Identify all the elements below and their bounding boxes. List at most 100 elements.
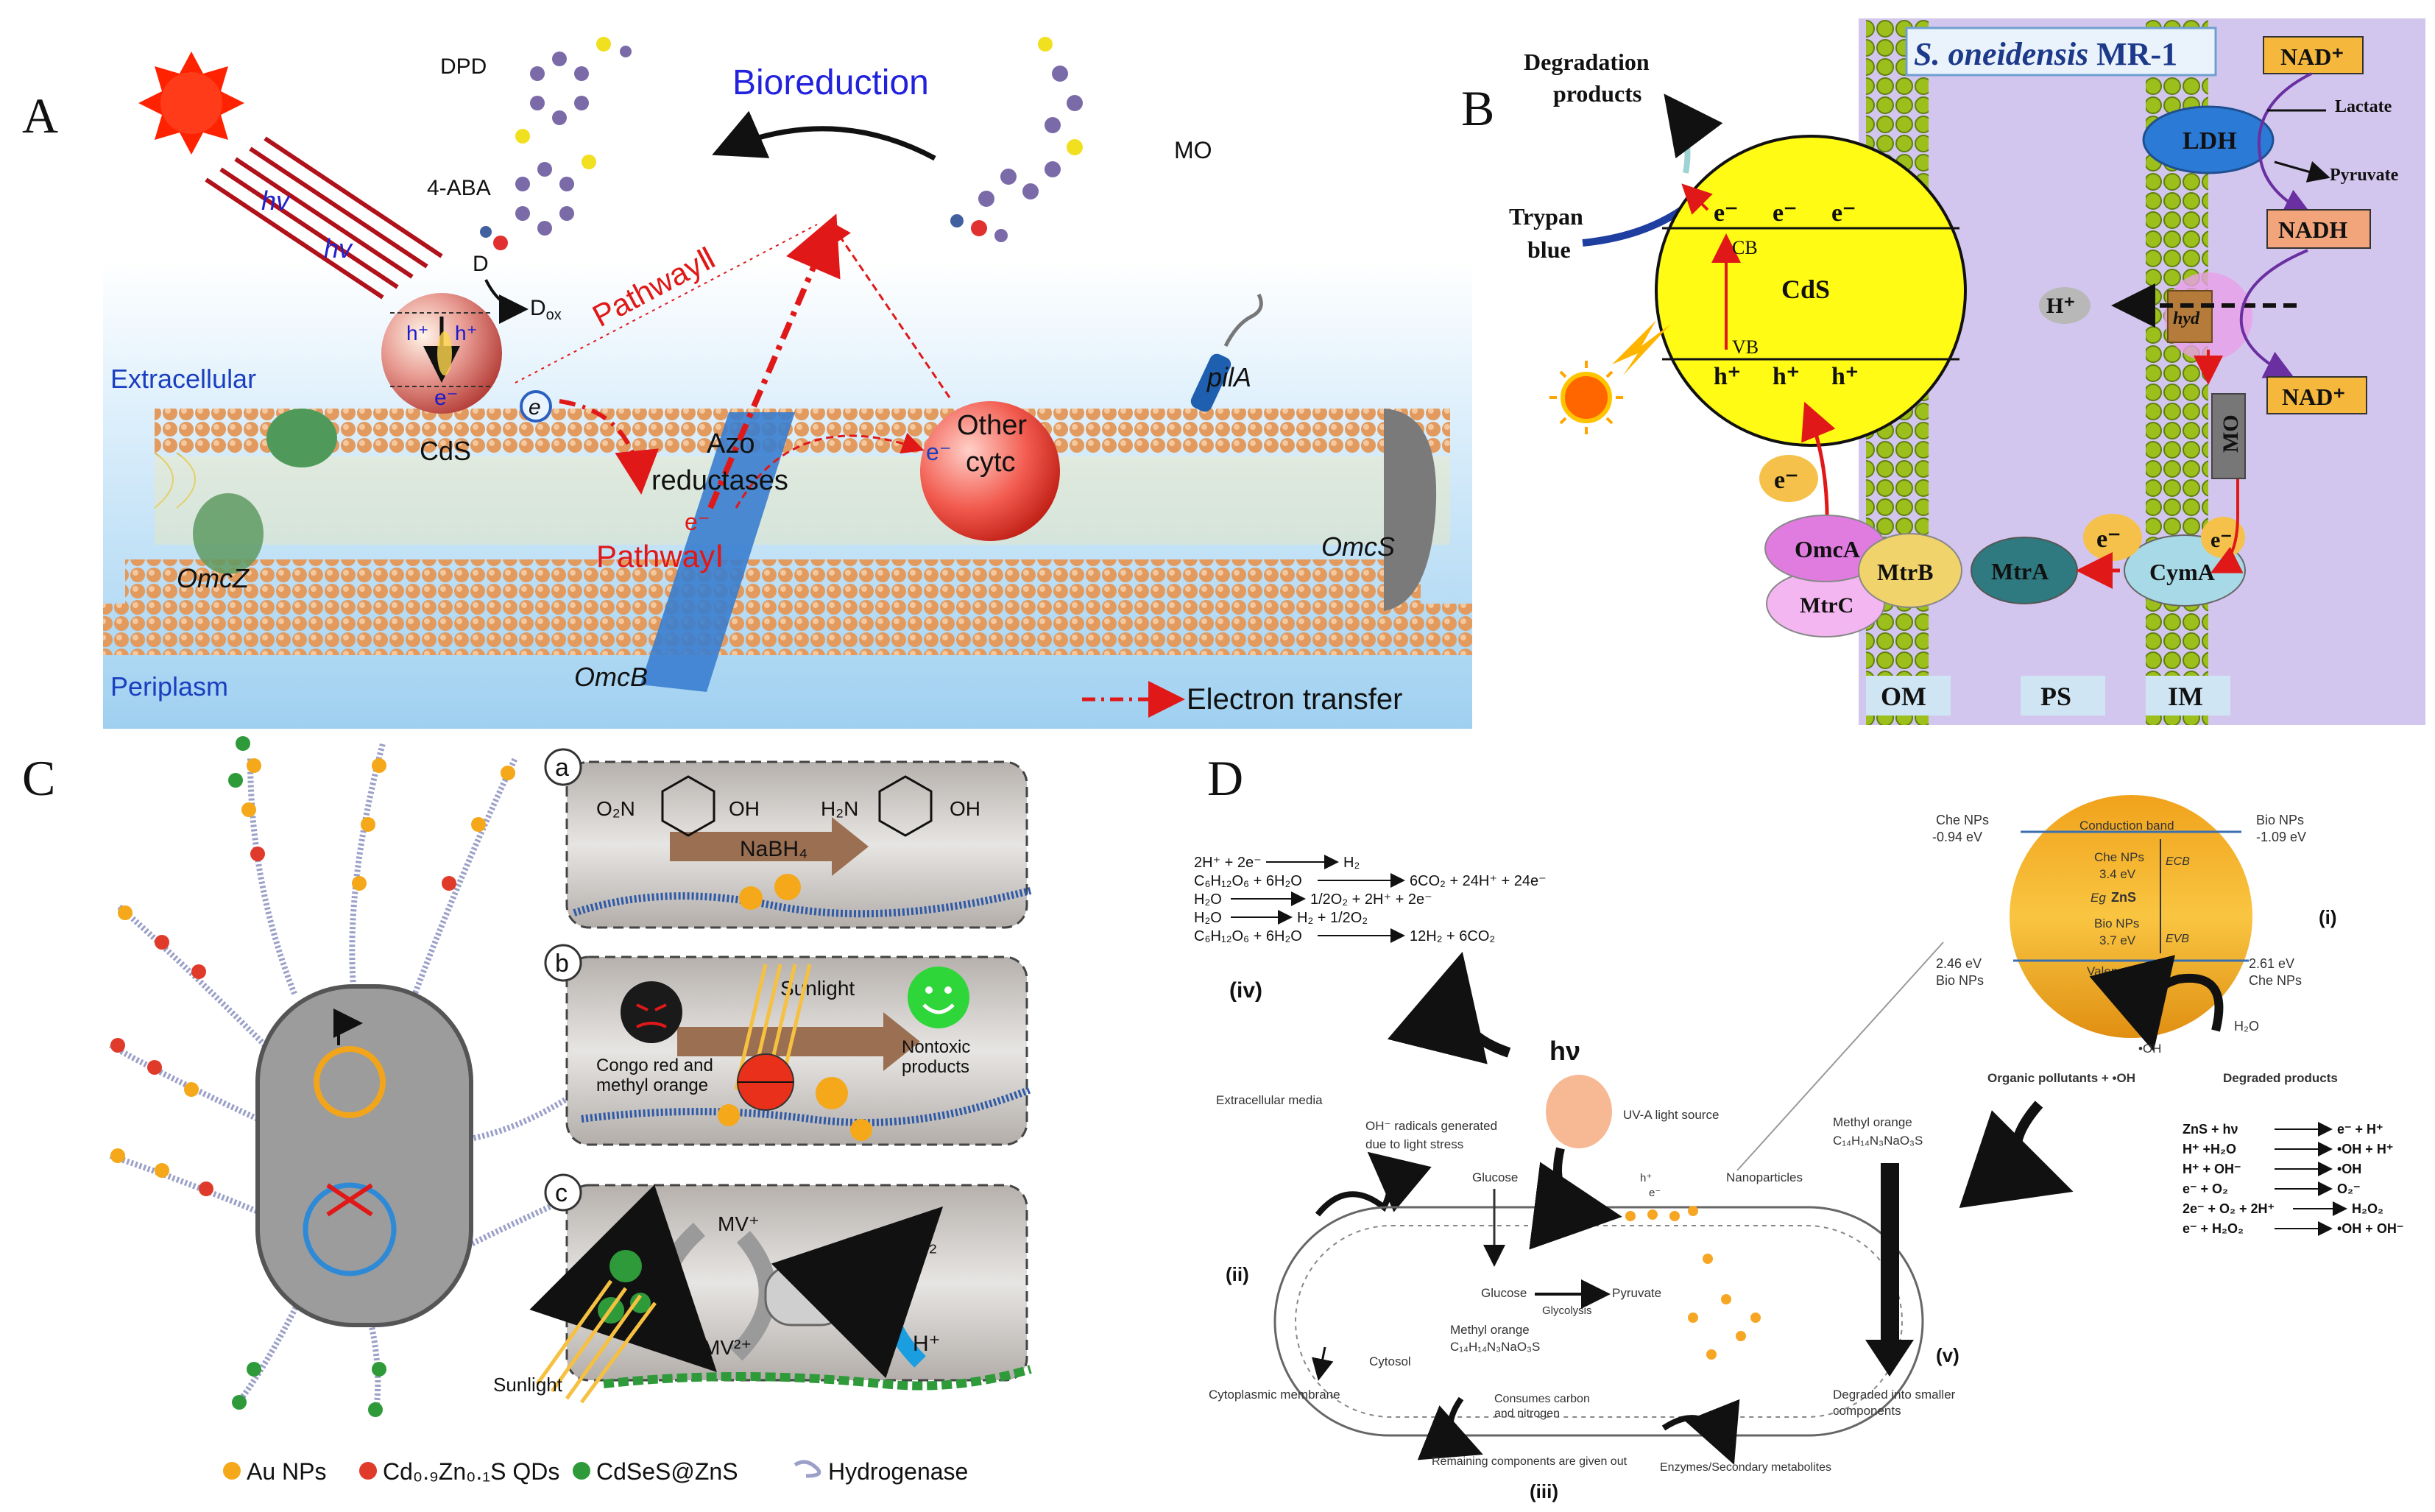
ldh-protein xyxy=(2142,105,2275,174)
sunlight-rays-c xyxy=(535,1279,657,1404)
glycolysis-label: Glycolysis xyxy=(1542,1304,1592,1317)
degradation-arrow xyxy=(1865,1163,1914,1377)
che-ev-center: 3.4 eV xyxy=(2099,867,2136,881)
mtra-label: MtrA xyxy=(1991,558,2049,584)
uva-label: UV-A light source xyxy=(1623,1108,1719,1122)
ev-246: 2.46 eV xyxy=(1936,956,1982,971)
congo-label-2: methyl orange xyxy=(596,1075,708,1095)
label-iv: (iv) xyxy=(1229,978,1262,1003)
cds-circle-b xyxy=(1655,135,1967,447)
pyruvate-d-label: Pyruvate xyxy=(1612,1286,1661,1300)
electron-small: e xyxy=(529,395,541,420)
nanoparticles-label: Nanoparticles xyxy=(1726,1170,1803,1184)
label-c: c xyxy=(555,1179,568,1207)
label-b: b xyxy=(555,950,569,978)
label-a: a xyxy=(555,754,569,782)
omcz-label: OmcZ xyxy=(177,563,250,593)
nad-box-top xyxy=(2263,36,2364,74)
che-ev-left: -0.94 eV xyxy=(1932,830,1982,844)
pila-protein xyxy=(1190,293,1263,412)
vb-label: VB xyxy=(1732,336,1759,358)
zns-eq-1-left: ZnS + hν xyxy=(2183,1122,2238,1137)
e-cb-2: e⁻ xyxy=(1773,199,1797,227)
sunlight-c-label: Sunlight xyxy=(493,1374,563,1396)
panel-d: D 2H⁺ + 2e⁻ H₂ C₆H₁₂O₆ + 6H₂O 6CO₂ + 24H… xyxy=(1194,750,2403,1502)
omcz-top xyxy=(266,409,337,467)
ldh-label: LDH xyxy=(2183,127,2237,155)
zns-equations: ZnS + hν e⁻ + H⁺ H⁺ +H₂O •OH + H⁺ H⁺ + O… xyxy=(2183,1122,2403,1236)
arrow-iv xyxy=(1387,951,1511,1064)
hydrogenase-enzyme xyxy=(764,1265,848,1326)
panel-letter-a: A xyxy=(22,88,58,144)
h2o-label: H₂O xyxy=(2234,1019,2259,1034)
consumes-label-1: Consumes carbon xyxy=(1494,1393,1590,1405)
hv-label-2: hv xyxy=(324,233,353,264)
hv-label-1: hv xyxy=(261,186,291,216)
arrow-a xyxy=(670,817,869,876)
zns-eq-1-right: e⁻ + H⁺ xyxy=(2337,1122,2383,1137)
legend-c: Au NPs Cd₀.₉Zn₀.₁S QDs CdSeS@ZnS Hydroge… xyxy=(223,1458,968,1485)
mtrb-protein xyxy=(1858,533,1962,608)
omca-label: OmcA xyxy=(1795,536,1860,562)
mvplus-label: MV⁺ xyxy=(718,1212,760,1235)
che-nps-center: Che NPs xyxy=(2094,850,2144,864)
extracellular-d-label: Extracellular media xyxy=(1216,1093,1323,1107)
im-label: IM xyxy=(2168,682,2203,711)
arrow-b xyxy=(677,1012,920,1071)
mtrc-label: MtrC xyxy=(1800,593,1853,618)
sun-icon-b xyxy=(1549,361,1623,434)
mv2plus-label: MV²⁺ xyxy=(703,1336,752,1359)
oh-radicals-label-1: OH⁻ radicals generated xyxy=(1365,1119,1497,1133)
legend-hydrogenase: Hydrogenase xyxy=(828,1458,968,1485)
e-cb-1: e⁻ xyxy=(1714,199,1738,227)
iv-eq-4-left: H₂O xyxy=(1194,910,1222,926)
bio-ev-center: 3.7 eV xyxy=(2099,933,2136,947)
zns-eq-5-right: H₂O₂ xyxy=(2352,1201,2383,1216)
azo-label: Azo xyxy=(707,428,754,459)
zns-eq-2-right: •OH + H⁺ xyxy=(2337,1142,2393,1156)
panel-a: A hv hv DPD 4-ABA MO B xyxy=(22,37,1472,729)
remaining-label: Remaining components are given out xyxy=(1432,1455,1628,1468)
iv-eq-3-left: H₂O xyxy=(1194,891,1222,908)
cds-label-b: CdS xyxy=(1781,275,1830,304)
e-other: e⁻ xyxy=(926,439,952,465)
pathway1-label: PathwayⅠ xyxy=(596,539,724,573)
organism-label: S. oneidensis MR-1 xyxy=(1914,36,2177,72)
mo-out-label-2: C₁₄H₁₄N₃NaO₃S xyxy=(1833,1134,1923,1148)
conduction-band-label: Conduction band xyxy=(2079,819,2174,833)
h2n-label: H₂N xyxy=(821,797,858,820)
che-nps-right-2: Che NPs xyxy=(2249,973,2302,988)
sun-icon xyxy=(138,52,244,155)
degraded-products-label: Degraded products xyxy=(2223,1071,2338,1085)
h-vb-3: h⁺ xyxy=(1831,363,1859,390)
nontoxic-label-1: Nontoxic xyxy=(902,1037,970,1057)
congo-red-icon xyxy=(621,981,682,1043)
oh-radicals-label-2: due to light stress xyxy=(1365,1137,1463,1151)
zns-eq-3-right: •OH xyxy=(2337,1162,2361,1176)
glucose-out-label: Glucose xyxy=(1472,1170,1518,1184)
extracellular-label: Extracellular xyxy=(110,364,256,394)
o2n-label: O₂N xyxy=(596,797,635,820)
reductases-label: reductases xyxy=(651,465,788,496)
ev-261: 2.61 eV xyxy=(2249,956,2294,971)
zns-eq-4-left: e⁻ + O₂ xyxy=(2183,1181,2228,1196)
nadh-label: NADH xyxy=(2278,216,2347,243)
electron-circle xyxy=(520,390,552,423)
zns-eq-2-left: H⁺ +H₂O xyxy=(2183,1142,2236,1156)
zns-eq-6-left: e⁻ + H₂O₂ xyxy=(2183,1221,2244,1236)
cyto-membrane-label: Cytoplasmic membrane xyxy=(1209,1388,1340,1402)
plasmid-blue xyxy=(303,1182,397,1276)
lightning-icon xyxy=(1612,320,1671,375)
mo-box-b xyxy=(2211,393,2246,479)
degradation-label-1: Degradation xyxy=(1524,49,1650,75)
panel-c: C a O₂N OH xyxy=(22,736,1032,1485)
panel-letter-d: D xyxy=(1207,750,1243,806)
e-omca: e⁻ xyxy=(1774,467,1798,494)
e-mtra: e⁻ xyxy=(2096,526,2121,553)
eq-block-iv: 2H⁺ + 2e⁻ H₂ C₆H₁₂O₆ + 6H₂O 6CO₂ + 24H⁺ … xyxy=(1194,855,1547,944)
cds-eminus: e⁻ xyxy=(434,386,459,410)
other-cytc-sphere xyxy=(920,401,1060,541)
nanoparticles-c xyxy=(110,736,515,1417)
panel-b: B S. oneidensis MR-1 Degradation product… xyxy=(1461,18,2425,725)
cell-outer xyxy=(1273,1206,1924,1437)
